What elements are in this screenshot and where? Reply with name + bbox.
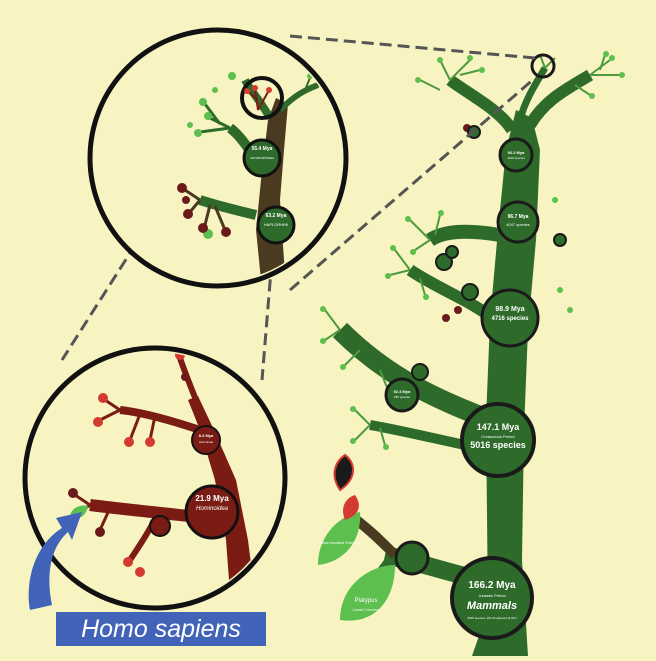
zoom-connector-lines <box>289 34 536 292</box>
node-92a-mya: 92.2 Mya <box>507 150 525 155</box>
node-98-title: 4716 species <box>491 316 529 322</box>
node-92b-mya: 92.3 Mya <box>393 389 411 394</box>
upper-node-63-title: HAPLORHINI <box>263 222 289 227</box>
lower-node-21[interactable] <box>184 484 240 540</box>
platypus-leaf[interactable] <box>340 565 395 621</box>
node-147-period: Cretaceous Period <box>481 434 515 439</box>
main-node-147[interactable] <box>460 402 536 478</box>
node-147-mya: 147.1 Mya <box>476 422 520 432</box>
main-node-98[interactable] <box>480 288 540 348</box>
main-node-92b[interactable] <box>384 377 420 413</box>
zoom-circle-lower <box>22 345 288 611</box>
upper-node-63[interactable] <box>256 205 296 245</box>
side-branch-1 <box>426 224 502 247</box>
node-166-detail: 5026 species, 201 threatened (4.0%) <box>467 616 517 620</box>
upper-node-55-title: ANTHROPOIDEA <box>249 156 274 160</box>
upper-node-55[interactable] <box>242 138 282 178</box>
node-96-title: 4047 species <box>506 222 530 227</box>
lower-node-21-mya: 21.9 Mya <box>195 494 229 503</box>
upper-node-55-mya: 55.4 Mya <box>251 146 273 152</box>
red-leaf <box>343 495 359 520</box>
extinct-leaf <box>333 453 354 492</box>
platypus-label: Platypus <box>354 598 378 604</box>
main-trunk <box>472 110 540 656</box>
node-166-period: Jurassic Period <box>478 593 506 598</box>
lower-node-8[interactable] <box>191 425 221 455</box>
upper-node-63-mya: 63.2 Mya <box>265 213 287 219</box>
main-node-166[interactable] <box>450 556 534 640</box>
crown-branch-top <box>516 66 549 121</box>
upper-inner-zoom-circle <box>240 76 284 120</box>
pointer-arrow <box>28 512 82 610</box>
lower-node-small <box>149 515 171 537</box>
node-92b-title: 265 species <box>393 395 410 399</box>
crown-twigs <box>324 54 620 446</box>
main-node-monotreme[interactable] <box>394 540 430 576</box>
node-147-title: 5016 species <box>470 440 526 450</box>
lower-node-8-mya: 8.3 Mya <box>198 433 214 438</box>
node-166-mya: 166.2 Mya <box>468 580 516 591</box>
platypus-status: Least Concern <box>352 607 379 612</box>
node-166-title: Mammals <box>466 600 518 612</box>
homo-sapiens-caption: Homo sapiens <box>56 612 266 646</box>
lower-node-21-title: Hominoidea <box>195 506 229 512</box>
crown-branch-right <box>524 69 594 129</box>
zoom-circle-upper <box>87 27 349 289</box>
main-node-96[interactable] <box>496 200 540 244</box>
node-92a-title: 4619 species <box>507 156 525 160</box>
leaf-clusters <box>320 51 625 450</box>
main-tree <box>318 51 625 656</box>
crown-branch-left <box>446 75 518 134</box>
node-96-mya: 96.7 Mya <box>507 214 529 220</box>
lower-node-8-title: Homininae <box>198 440 214 444</box>
main-node-92a[interactable] <box>498 137 534 173</box>
echidna-label: Short-beaked Echidna <box>320 540 360 545</box>
echidna-leaf[interactable] <box>318 512 361 565</box>
zoom-target-circle <box>530 53 556 79</box>
node-98-mya: 98.9 Mya <box>495 306 525 313</box>
